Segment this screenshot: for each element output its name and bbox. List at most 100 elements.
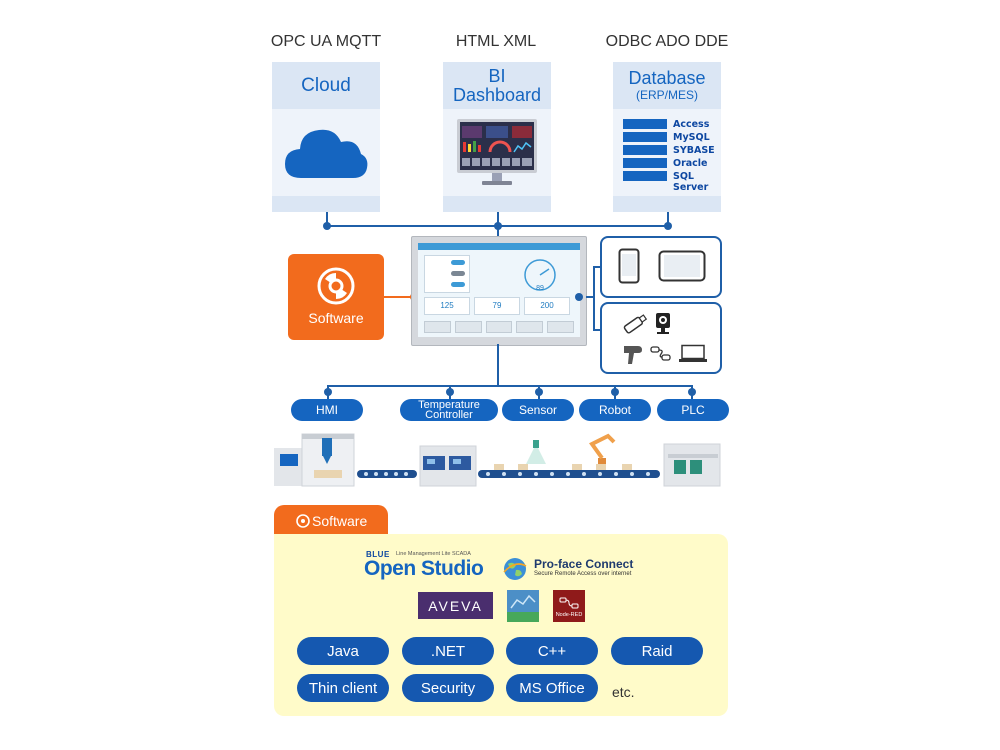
camera-icon [656,313,670,334]
connector-line [593,266,595,331]
connector-line [326,212,328,226]
hmi-button [516,321,544,333]
db-bar [623,132,667,142]
cloud-card-header: Cloud [272,62,380,109]
hmi-gauge [524,259,556,291]
cloud-card-strip [272,196,380,212]
database-card-header: Database (ERP/MES) [613,62,721,109]
hmi-button [454,321,482,333]
field-device-hmi: HMI [291,399,363,421]
db-bar [623,158,667,168]
blue-logo-subtitle: Line Management Lite SCADA [396,551,471,557]
db-bar [623,171,667,181]
barcode-scanner-icon [624,346,642,364]
bi-card-header: BI Dashboard [443,62,551,109]
hmi-switch-panel [424,255,470,293]
bi-protocols: HTML XML [455,33,537,50]
cloud-card: Cloud [272,62,380,212]
proface-logo-text: Pro-face Connect [534,557,634,571]
tablet-icon [658,250,706,282]
blue-logo-text: BLUE [366,550,390,559]
proface-logo-subtitle: Secure Remote Access over internet [534,571,632,577]
db-engine: MySQL [673,132,710,143]
db-bar [623,145,667,155]
db-engine: Access [673,119,710,130]
bi-title-line2: Dashboard [452,84,542,105]
hmi-button [424,321,451,333]
tech-raid: Raid [611,637,703,665]
connector-line [327,385,693,387]
software-tile-label: Software [308,310,364,326]
connector-line [586,296,594,298]
connector-line [497,344,499,386]
etc-label: etc. [612,684,635,700]
usb-drive-icon [623,314,648,334]
database-server-icon: Access MySQL SYBASE Oracle SQL Server [623,118,721,193]
database-title: Database [628,68,706,88]
globe-icon [503,558,527,580]
database-card-strip [613,196,721,212]
connector-dot [664,222,672,230]
dashboard-monitor-icon [457,119,537,185]
software-disc-icon [296,514,310,528]
software-tile: Software [288,254,384,340]
tech-java: Java [297,637,389,665]
nodered-logo-text: Node-RED [555,612,583,618]
software-disc-icon [317,267,355,305]
connector-line [497,212,499,226]
hmi-panel-icon: 89 125 79 200 [411,236,587,346]
hmi-readout: 200 [524,297,570,315]
connector-dot [535,388,543,396]
app-logo-icon [507,590,539,622]
nodered-logo: Node-RED [553,590,585,622]
connector-line [593,266,601,268]
db-engine: SQL Server [673,171,709,193]
database-card: Database (ERP/MES) Access MySQL SYBASE O… [613,62,721,212]
cloud-protocols: OPC UA MQTT [270,33,382,50]
bi-card-strip [443,196,551,212]
database-subtitle: (ERP/MES) [635,88,698,102]
hmi-toggle [451,260,465,265]
peripherals-box [600,302,722,374]
tech-cpp: C++ [506,637,598,665]
hmi-readout: 79 [474,297,520,315]
cloud-title: Cloud [301,74,351,96]
connector-line [497,226,499,236]
database-protocols: ODBC ADO DDE [605,33,729,50]
software-section-tab-label: Software [312,513,368,529]
software-link-line [384,296,412,298]
tech-security: Security [402,674,494,702]
cloud-icon [285,129,368,178]
field-device-plc: PLC [657,399,729,421]
connector-dot [575,293,583,301]
hmi-toggle [451,282,465,287]
hmi-screen: 89 125 79 200 [418,243,580,337]
cable-icon [650,346,671,361]
db-engine: Oracle [673,158,708,169]
mobile-devices-box [600,236,722,298]
db-bar [623,119,667,129]
smartphone-icon [618,248,640,284]
bi-title-line1: BI [488,65,506,86]
field-device-temperature-controller: Temperature Controller [400,399,498,421]
connector-dot [446,388,454,396]
hmi-gauge-value: 89 [536,285,544,292]
field-device-sensor: Sensor [502,399,574,421]
connector-dot [611,388,619,396]
hmi-button [485,321,513,333]
open-studio-logo-text: Open Studio [364,557,484,580]
software-section-panel: BLUE Line Management Lite SCADA Open Stu… [274,534,728,716]
tech-ms-office: MS Office [506,674,598,702]
aveva-logo: AVEVA [418,592,493,619]
factory-line-illustration [274,433,721,487]
field-device-robot: Robot [579,399,651,421]
connector-dot [324,388,332,396]
tech-thin-client: Thin client [297,674,389,702]
connector-dot [688,388,696,396]
hmi-button [547,321,574,333]
hmi-button-row [424,321,574,333]
db-engine: SYBASE [673,145,715,156]
bi-card: BI Dashboard [443,62,551,212]
hmi-readout: 125 [424,297,470,315]
hmi-titlebar [418,243,580,250]
